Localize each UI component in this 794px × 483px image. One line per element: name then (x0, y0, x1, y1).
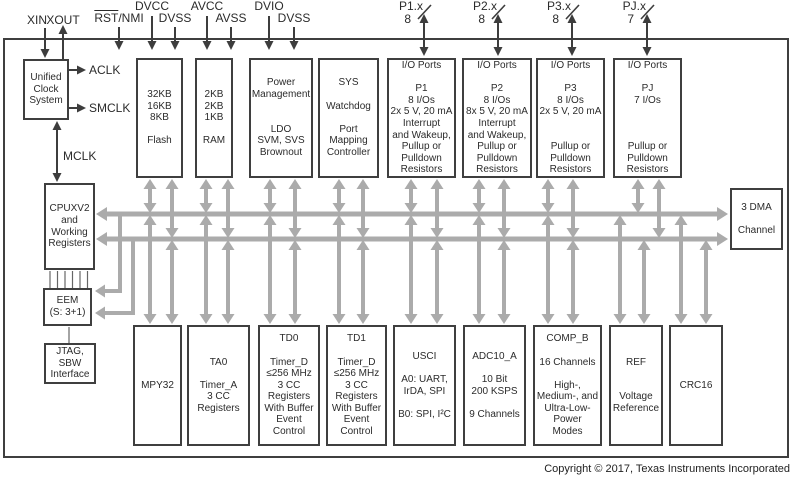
pin-avcc: AVCC (190, 0, 224, 13)
pin-dvss-1: DVSS (158, 11, 192, 25)
block-io-port-p3: I/O Ports P3 8 I/Os 2x 5 V, 20 mA Pullup… (536, 58, 605, 178)
pin-rst-rest: /NMI (118, 11, 144, 25)
block-comp-b: COMP_B 16 Channels High-, Medium-, and U… (533, 325, 602, 446)
block-ta0: TA0 Timer_A 3 CC Registers (187, 325, 250, 446)
block-ram: 2KB 2KB 1KB RAM (195, 58, 233, 178)
pin-xout: XOUT (46, 13, 80, 27)
block-adc10-a: ADC10_A 10 Bit 200 KSPS 9 Channels (463, 325, 526, 446)
pin-xin: XIN (26, 13, 48, 27)
label-mclk: MCLK (63, 149, 97, 163)
label-aclk: ACLK (89, 63, 121, 77)
pin-pjx-width: 7 (627, 12, 634, 26)
block-ref: REF Voltage Reference (609, 325, 663, 446)
block-eem: EEM (S: 3+1) (43, 288, 92, 326)
block-cpu: CPUXV2 and Working Registers (44, 183, 95, 270)
pin-p1x: P1.x 8 (379, 0, 423, 26)
pin-p2x-width: 8 (478, 12, 485, 26)
pin-pjx-label: PJ.x (622, 0, 646, 13)
copyright-notice: Copyright © 2017, Texas Instruments Inco… (544, 463, 790, 475)
block-td1: TD1 Timer_D ≤256 MHz 3 CC Registers With… (326, 325, 387, 446)
block-io-port-p1: I/O Ports P1 8 I/Os 2x 5 V, 20 mA Interr… (387, 58, 456, 178)
block-io-port-pj: I/O Ports PJ 7 I/Os Pullup or Pulldown R… (613, 58, 682, 178)
block-td0: TD0 Timer_D ≤256 MHz 3 CC Registers With… (258, 325, 320, 446)
block-dma: 3 DMA Channel (730, 188, 783, 250)
pin-p3x: P3.x 8 (527, 0, 571, 26)
diagram-frame (3, 38, 789, 458)
pin-pjx: PJ.x 7 (602, 0, 646, 26)
pin-p2x: P2.x 8 (453, 0, 497, 26)
block-crc16: CRC16 (669, 325, 723, 446)
pin-dvcc: DVCC (134, 0, 170, 13)
pin-p1x-label: P1.x (398, 0, 423, 13)
label-smclk: SMCLK (89, 101, 131, 115)
pin-p3x-width: 8 (552, 12, 559, 26)
block-jtag-sbw: JTAG, SBW Interface (44, 343, 96, 384)
pin-rst-overline: RST (94, 11, 119, 25)
block-mpy32: MPY32 (133, 325, 182, 446)
block-unified-clock-system: Unified Clock System (23, 59, 69, 120)
pin-p1x-width: 8 (404, 12, 411, 26)
pin-dvio: DVIO (254, 0, 284, 13)
pin-dvss-2: DVSS (277, 11, 311, 25)
block-power-management: Power Management LDO SVM, SVS Brownout (249, 58, 313, 178)
block-usci: USCI A0: UART, IrDA, SPI B0: SPI, I²C (393, 325, 456, 446)
block-io-port-p2: I/O Ports P2 8 I/Os 8x 5 V, 20 mA Interr… (462, 58, 532, 178)
pin-rst-nmi: RST/NMI (94, 12, 143, 25)
pin-p2x-label: P2.x (472, 0, 497, 13)
pin-avss: AVSS (215, 11, 247, 25)
block-flash: 32KB 16KB 8KB Flash (136, 58, 183, 178)
pin-p3x-label: P3.x (546, 0, 571, 13)
block-sys: SYS Watchdog Port Mapping Controller (318, 58, 379, 178)
